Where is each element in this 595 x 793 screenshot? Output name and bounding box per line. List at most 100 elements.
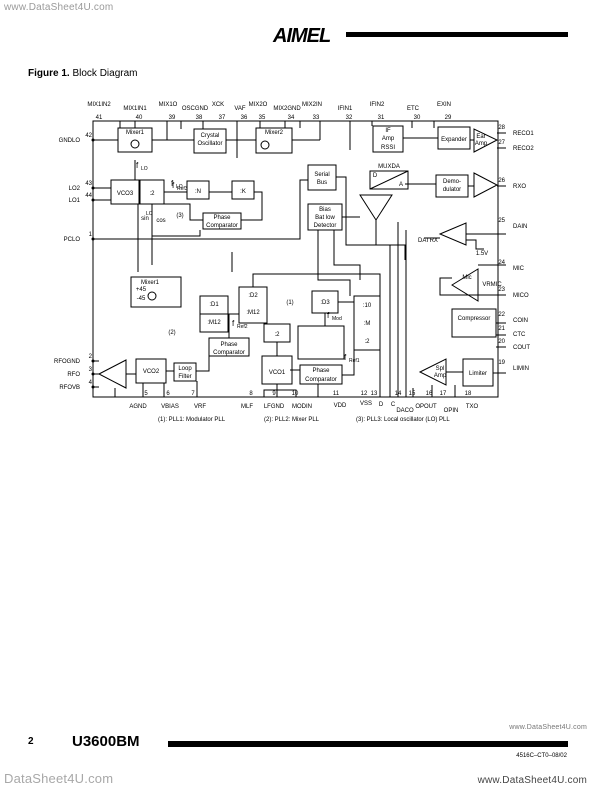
block-label-if1: IF [385, 128, 391, 134]
top-pin-number: 41 [96, 115, 103, 121]
page-number: 2 [28, 736, 34, 747]
frequency-subscript-fref2: Ref2 [237, 324, 248, 330]
block-label-crystal1: Crystal [201, 133, 220, 139]
watermark-bottom-left: DataSheet4U.com [4, 771, 114, 786]
top-pin-number: 38 [196, 115, 203, 121]
left-pin-label: GNDLO [59, 138, 81, 144]
block-label-a_label: A [399, 182, 403, 188]
block-label-vco1: VCO1 [269, 370, 286, 376]
block-label-serial1: Serial [314, 172, 329, 178]
block-label-phase2a: Phase [220, 342, 238, 348]
right-pin-number: 20 [498, 339, 505, 345]
right-pin-label: DAIN [513, 224, 527, 230]
bottom-pin-label: MLF [241, 404, 253, 410]
dain-comparator [438, 222, 467, 246]
block-label-phase3b: Comparator [305, 377, 337, 383]
block-label-spl1: Spl [436, 366, 445, 372]
top-pin-number: 39 [169, 115, 176, 121]
compressor-block [451, 308, 497, 338]
bottom-pin-label: VDD [334, 403, 347, 409]
top-pin-number: 29 [445, 115, 452, 121]
right-pin-number: 24 [498, 260, 505, 266]
left-pin-label: RFOVB [59, 385, 80, 391]
block-label-d2: :D2 [248, 293, 258, 299]
top-pin-number: 31 [378, 115, 385, 121]
frequency-symbol: f [172, 181, 175, 190]
block-label-vco2: VCO2 [143, 369, 160, 375]
block-label-dm: :M [364, 321, 371, 327]
document-title: U3600BM [72, 733, 140, 750]
right-pin-label: COIN [513, 318, 528, 324]
figure-caption: Figure 1. Block Diagram [28, 68, 138, 79]
top-pin-label: EXIN [437, 102, 451, 108]
bottom-pin-number: 7 [191, 391, 195, 397]
frequency-symbol: f [344, 353, 347, 362]
block-label-mixer2: Mixer2 [265, 130, 284, 136]
block-label-loop2: Filter [178, 374, 191, 380]
top-pin-number: 34 [288, 115, 295, 121]
top-pin-label: MIX2O [249, 102, 268, 108]
bottom-pin-label: C [391, 402, 396, 408]
bottom-pin-label: MODIN [292, 404, 312, 410]
bottom-pin-number: 10 [292, 391, 299, 397]
block-label-d2b: :2 [364, 339, 370, 345]
frequency-subscript-fref3: Ref3 [177, 186, 188, 192]
block-label-div2a: :2 [149, 191, 155, 197]
frequency-symbol: f [171, 179, 174, 188]
right-pin-number: 26 [498, 178, 505, 184]
block-label-p2: (2) [168, 330, 175, 336]
left-pin-number: 42 [85, 133, 92, 139]
block-label-divN: :N [195, 189, 201, 195]
top-pin-number: 32 [346, 115, 353, 121]
right-pin-label: MIC [513, 266, 525, 272]
block-label-p1: (1) [286, 300, 293, 306]
block-label-mic1: Mic [462, 275, 471, 281]
mic-amp-block [451, 268, 479, 302]
block-label-ear1: Ear [476, 134, 485, 140]
header-rule [346, 32, 568, 37]
phase-comparator-1 [202, 212, 242, 230]
top-pin-label: IFIN2 [370, 102, 385, 108]
block-label-d1: :D1 [209, 302, 219, 308]
right-pin-number: 27 [498, 140, 505, 146]
bottom-pin-label: D [379, 402, 384, 408]
top-pin-number: 36 [241, 115, 248, 121]
footer-rule [168, 741, 568, 747]
bottom-pin-number: 11 [333, 391, 340, 397]
right-pin-number: 25 [498, 218, 505, 224]
bottom-pin-label: VRF [194, 404, 206, 410]
block-label-div2c: :2 [274, 332, 280, 338]
block-label-loop1: Loop [178, 366, 192, 372]
bottom-pin-number: 8 [249, 391, 253, 397]
block-label-phase1a: Phase [213, 215, 231, 221]
frequency-subscript-lo_label: LO [146, 211, 153, 217]
bottom-pin-label: VBIAS [161, 404, 179, 410]
watermark-top: www.DataSheet4U.com [4, 2, 114, 13]
figure-number: Figure 1. [28, 68, 70, 79]
block-label-bias1: Bias [319, 207, 331, 213]
right-pin-number: 19 [498, 360, 505, 366]
block-label-demod1: Demo- [443, 179, 461, 185]
footnote-pll: (2): PLL2: Mixer PLL [264, 417, 320, 423]
block-label-muxda: MUXDA [378, 164, 400, 170]
block-label-compressor: Compressor [458, 316, 491, 322]
frequency-symbol: f [136, 161, 139, 170]
top-pin-number: 33 [313, 115, 320, 121]
right-pin-label: LIMIN [513, 366, 529, 372]
top-pin-number: 37 [219, 115, 226, 121]
block-label-bias2: Bat low [315, 215, 335, 221]
top-pin-label: MIX2GND [273, 106, 301, 112]
block-label-bias3: Detector [314, 223, 337, 229]
top-pin-label: XCK [212, 102, 224, 108]
ref1-box [297, 325, 345, 360]
block-label-expander: Expander [441, 137, 467, 143]
block-label-v15: 1.5V [476, 251, 488, 257]
bottom-pin-number: 5 [144, 391, 148, 397]
frequency-subscript-flo2: LO [176, 184, 183, 190]
bottom-pin-label: AGND [129, 404, 147, 410]
block-label-d10: :10 [363, 303, 372, 309]
right-pin-label: RECO2 [513, 146, 534, 152]
left-pin-number: 3 [89, 367, 93, 373]
top-pin-label: MIX2IN [302, 102, 322, 108]
spl-amp-block [418, 358, 447, 386]
